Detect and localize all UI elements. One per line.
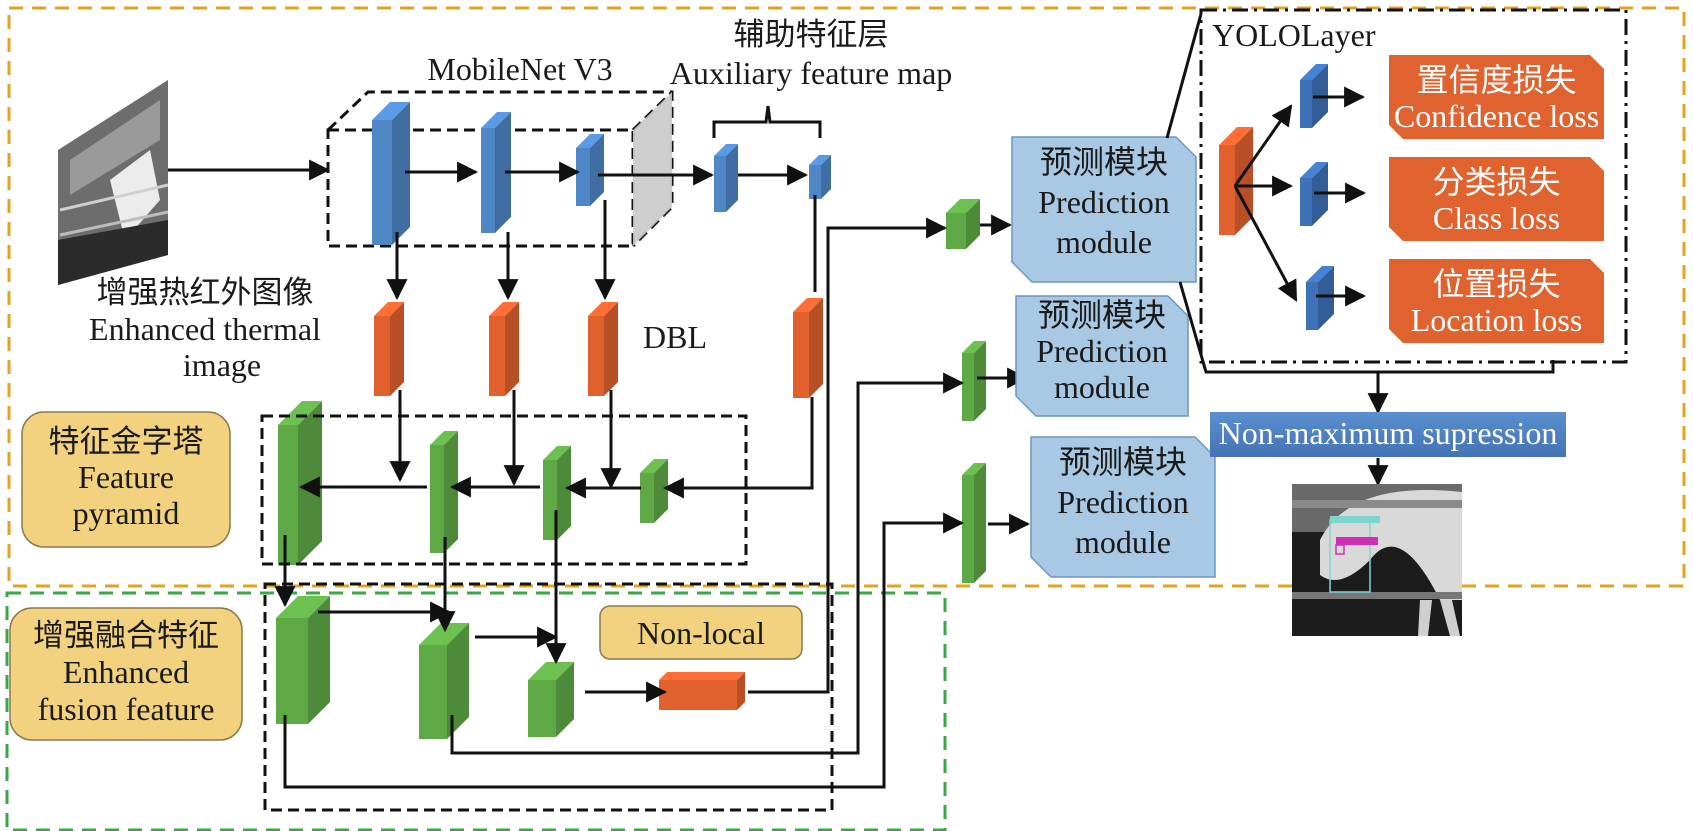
detection-region-border	[7, 6, 1686, 588]
prediction-module-text: Prediction	[1036, 333, 1168, 369]
arrow	[1233, 104, 1293, 187]
prediction-input-block-2	[962, 341, 986, 421]
pyramid-label-en-2: pyramid	[73, 495, 180, 531]
backbone-block-1	[372, 102, 410, 245]
dbl-block-2	[489, 302, 519, 396]
arrow	[283, 512, 965, 789]
nms-box: Non-maximum supression	[1210, 412, 1566, 457]
backbone-title: MobileNet V3	[427, 51, 612, 87]
arrow	[748, 217, 948, 694]
prediction-module-text: 预测模块	[1059, 444, 1187, 480]
yolo-layer-box	[1199, 8, 1628, 364]
nonlocal-label: Non-local	[599, 605, 803, 660]
auxiliary-title-en: Auxiliary feature map	[670, 55, 953, 91]
backbone-block-3	[576, 134, 604, 206]
arrow	[1233, 185, 1298, 302]
loss-label-en: Class loss	[1433, 200, 1560, 236]
prediction-module-text: 预测模块	[1040, 144, 1168, 180]
arrow	[450, 372, 965, 755]
auxiliary-brace	[712, 105, 822, 138]
prediction-module-3: 预测模块 Prediction module	[1030, 436, 1216, 578]
pyramid-block-4	[640, 459, 668, 523]
loss-label-cn: 分类损失	[1432, 164, 1560, 200]
input-label-en-1: Enhanced thermal	[89, 311, 321, 347]
fusion-region-border	[5, 591, 947, 831]
dbl-block-4	[793, 298, 823, 398]
prediction-module-text: Prediction	[1038, 184, 1170, 220]
prediction-input-block-3	[962, 463, 986, 583]
prediction-module-text: module	[1056, 224, 1152, 260]
input-label-en-2: image	[183, 347, 261, 383]
pyramid-label-en-1: Feature	[78, 459, 174, 495]
dbl-block-1	[374, 302, 404, 396]
prediction-module-text: Prediction	[1057, 484, 1189, 520]
fusion-label-en-1: Enhanced	[63, 654, 189, 690]
loss-label-en: Confidence loss	[1394, 98, 1599, 134]
yolo-layer-title: YOLOLayer	[1212, 17, 1376, 53]
nonlocal-label-text: Non-local	[637, 615, 765, 651]
prediction-module-text: module	[1054, 369, 1150, 405]
auxiliary-block-2	[809, 155, 831, 199]
dbl-label: DBL	[643, 319, 707, 355]
fusion-block-3	[528, 662, 574, 737]
prediction-input-block-1	[946, 199, 980, 249]
pyramid-block-2	[430, 431, 458, 553]
fusion-box	[263, 582, 834, 812]
fusion-label-cn: 增强融合特征	[33, 618, 219, 653]
zoom-connector-top	[1165, 13, 1203, 139]
pyramid-label-cn: 特征金字塔	[49, 424, 204, 459]
auxiliary-title-cn: 辅助特征层	[734, 17, 889, 52]
arrow	[662, 397, 814, 499]
loss-label-en: Location loss	[1411, 302, 1583, 338]
fusion-block-2	[419, 623, 469, 739]
output-detection-image	[1292, 484, 1462, 636]
loss-label-cn: 置信度损失	[1416, 62, 1576, 98]
backbone-block-2	[481, 112, 511, 233]
fusion-block-1	[276, 596, 330, 724]
nms-label: Non-maximum supression	[1219, 415, 1558, 451]
nonlocal-block	[659, 672, 745, 710]
prediction-module-text: 预测模块	[1038, 297, 1166, 333]
pyramid-block-3	[543, 446, 571, 540]
fusion-label-en-2: fusion feature	[38, 691, 215, 727]
loss-label-cn: 位置损失	[1432, 266, 1560, 302]
prediction-module-text: module	[1075, 524, 1171, 560]
auxiliary-block-1	[714, 144, 738, 212]
backbone-depth-face	[633, 92, 672, 246]
prediction-module-1: 预测模块 Prediction module	[1011, 136, 1197, 283]
yolo-input-block	[1219, 127, 1253, 235]
yolo-head-block-3	[1306, 266, 1334, 330]
pyramid-label: 特征金字塔 Feature pyramid	[21, 411, 231, 548]
fusion-label: 增强融合特征 Enhanced fusion feature	[9, 607, 243, 741]
input-thermal-image	[58, 80, 169, 285]
pyramid-box	[260, 414, 748, 566]
dbl-block-3	[588, 302, 618, 396]
input-label-cn: 增强热红外图像	[97, 275, 314, 310]
